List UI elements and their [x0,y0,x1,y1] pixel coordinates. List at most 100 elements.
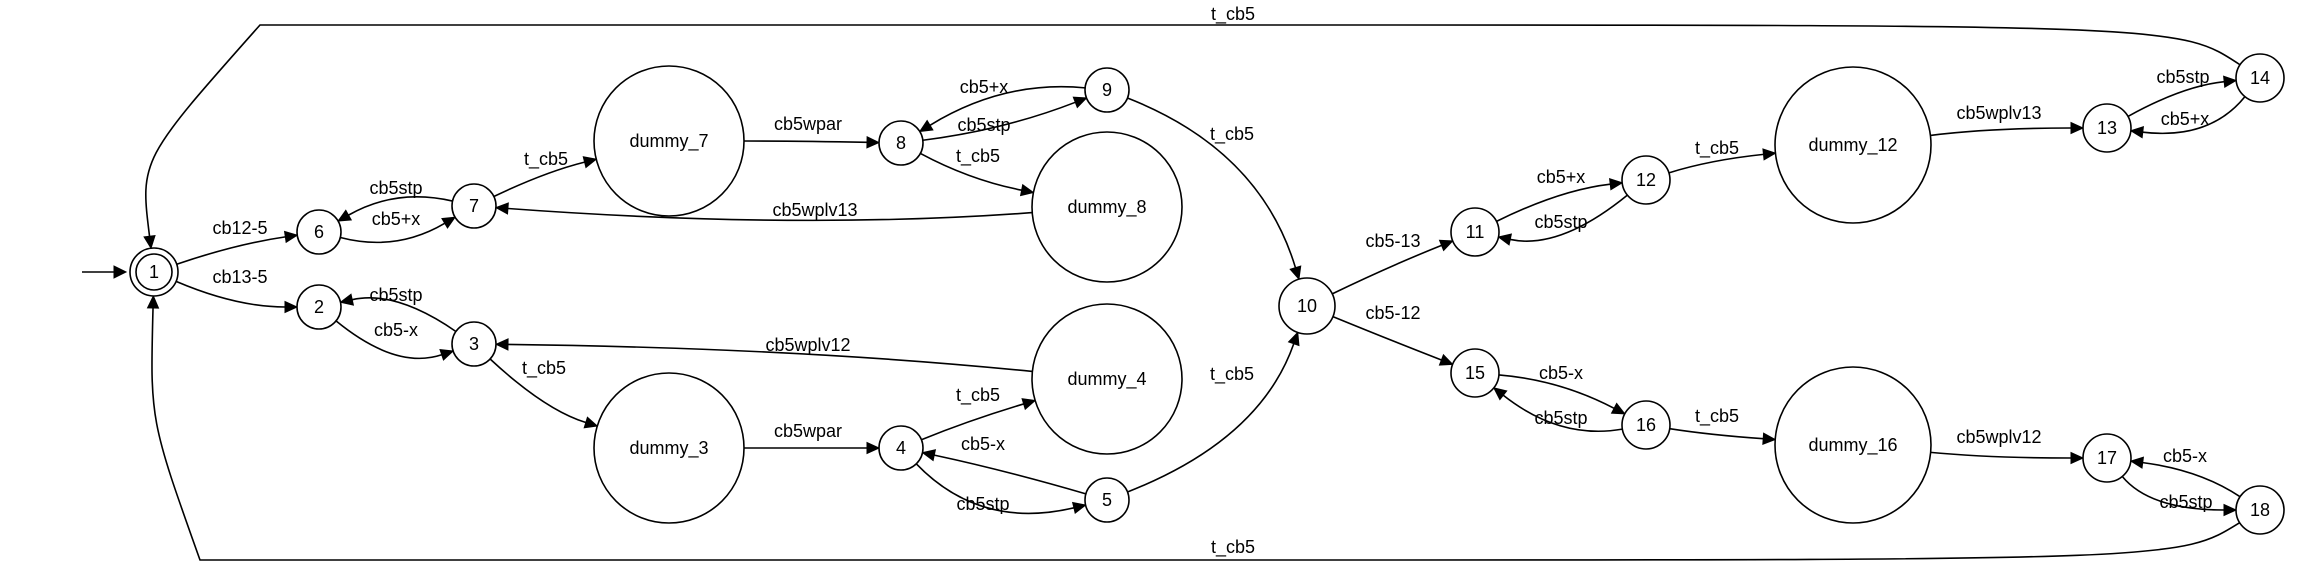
edge-label-3-to-2: cb5stp [369,285,422,305]
edge-12-to-11 [1510,194,1628,242]
state-circle-3 [451,321,497,367]
state-node-4: 4 [878,425,924,471]
arrowhead-18-to-17 [2129,456,2145,469]
state-label-11: 11 [1466,222,1485,242]
arrowhead-17-to-18 [2223,503,2238,517]
edge-label-10-to-11: cb5-13 [1365,231,1420,251]
edge-label-13-to-14: cb5stp [2156,67,2209,87]
state-circle-11 [1450,207,1500,257]
state-label-dummy-16: dummy_16 [1808,435,1897,456]
state-label-1: 1 [149,262,159,282]
edge-17-to-18 [2121,475,2225,511]
state-node-16: 16 [1621,400,1671,450]
edge-label-dummy-7-to-8: cb5wpar [774,114,842,134]
arrowhead-dummy-3-to-4 [866,441,881,455]
state-node-3: 3 [451,321,497,367]
arrowhead-8-to-dummy-8 [1019,183,1035,197]
state-node-dummy-3: dummy_3 [593,372,745,524]
state-node-18: 18 [2235,485,2285,535]
state-circle-7 [451,183,497,229]
edge-1-to-6 [176,236,286,266]
edge-label-15-to-16: cb5-x [1539,363,1583,383]
state-circle-8 [878,120,924,166]
state-circle-6 [296,209,342,255]
state-node-8: 8 [878,120,924,166]
edge-label-5-to-10: t_cb5 [1210,364,1254,385]
state-label-2: 2 [314,297,324,317]
arrowhead-14-to-13 [2129,125,2144,139]
state-circle-dummy-8 [1031,131,1183,283]
state-label-9: 9 [1102,80,1112,100]
edge-dummy-16-to-17 [1930,451,2072,459]
edge-dummy-4-to-3 [507,343,1033,373]
state-circle-14 [2235,53,2285,103]
state-node-dummy-12: dummy_12 [1774,66,1932,224]
state-label-dummy-7: dummy_7 [629,131,708,152]
edge-9-to-8 [929,85,1086,126]
arrowhead-12-to-dummy-12 [1762,148,1777,161]
edge-label-dummy-8-to-7: cb5wplv13 [772,200,857,220]
state-node-dummy-8: dummy_8 [1031,131,1183,283]
edge-13-to-14 [2127,80,2225,118]
edge-6-to-7 [340,222,446,244]
edge-label-dummy-12-to-13: cb5wplv13 [1956,103,2041,123]
state-circle-dummy-4 [1031,303,1183,455]
edge-10-to-11 [1331,244,1442,295]
edge-18-to-17 [2142,461,2241,498]
edge-label-16-to-dummy-16: t_cb5 [1695,406,1739,427]
edge-10-to-15 [1332,315,1442,361]
state-circle-dummy-3 [593,372,745,524]
state-node-17: 17 [2082,433,2132,483]
state-label-16: 16 [1636,415,1656,435]
edge-8-to-dummy-8 [920,152,1022,191]
edge-label-11-to-12: cb5+x [1537,167,1586,187]
edge-2-to-3 [335,320,442,360]
edge-label-7-to-dummy-7: t_cb5 [524,149,568,170]
edge-8-to-9 [922,101,1076,142]
arrowhead-14-to-1 [143,235,156,250]
edge-label-8-to-9: cb5stp [957,115,1010,135]
arrowhead-4-to-5 [1071,501,1087,515]
state-node-dummy-16: dummy_16 [1774,366,1932,524]
state-label-18: 18 [2250,500,2270,520]
state-label-12: 12 [1636,170,1656,190]
state-label-6: 6 [314,222,324,242]
edge-label-3-to-dummy-3: t_cb5 [522,358,566,379]
state-circle-16 [1621,400,1671,450]
arrowhead-4-to-dummy-4 [1021,398,1037,411]
edge-label-5-to-4: cb5-x [961,434,1005,454]
arrowhead-2-to-3 [439,348,455,361]
edge-label-14-to-1: t_cb5 [1211,4,1255,25]
state-node-dummy-7: dummy_7 [593,65,745,217]
edge-14-to-13 [2142,96,2246,135]
edge-11-to-12 [1496,183,1611,223]
initial-state-arrowhead [113,265,128,279]
state-circle-dummy-12 [1774,66,1932,224]
edge-12-to-dummy-12 [1668,153,1764,174]
edge-label-dummy-4-to-3: cb5wplv12 [765,335,850,355]
state-node-dummy-4: dummy_4 [1031,303,1183,455]
arrowhead-5-to-4 [921,449,937,462]
edge-label-14-to-13: cb5+x [2161,109,2210,129]
state-node-10: 10 [1278,277,1336,335]
arrowhead-1-to-6 [283,230,299,244]
arrowhead-3-to-2 [339,293,355,306]
state-circle-dummy-7 [593,65,745,217]
state-node-2: 2 [296,284,342,330]
edge-dummy-12-to-13 [1930,127,2072,137]
state-label-17: 17 [2097,448,2117,468]
edge-3-to-dummy-3 [489,358,587,424]
edge-label-8-to-dummy-8: t_cb5 [956,146,1000,167]
arrowhead-dummy-7-to-8 [866,136,881,149]
state-label-dummy-8: dummy_8 [1067,197,1146,218]
state-circle-18 [2235,485,2285,535]
state-circle-13 [2082,103,2132,153]
arrowhead-9-to-10 [1289,265,1302,281]
edge-label-dummy-3-to-4: cb5wpar [774,421,842,441]
state-circle-5 [1084,477,1130,523]
arrowhead-8-to-9 [1072,96,1088,109]
edge-16-to-dummy-16 [1669,427,1764,440]
edge-label-10-to-15: cb5-12 [1365,303,1420,323]
arrowhead-6-to-7 [441,216,457,229]
state-node-12: 12 [1621,155,1671,205]
